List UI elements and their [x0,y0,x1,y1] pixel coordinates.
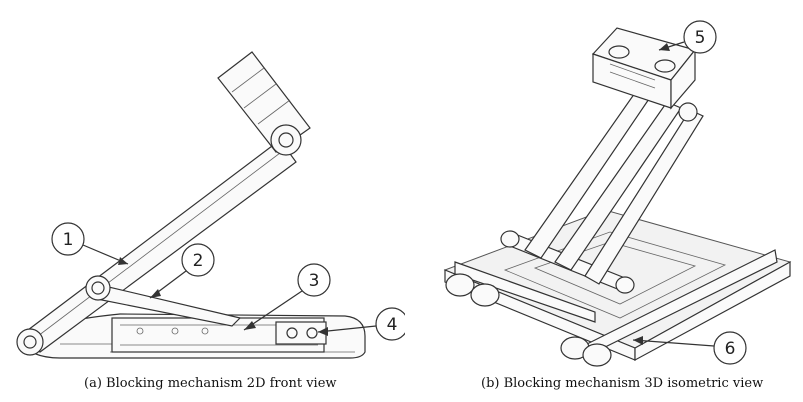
isometric-view-drawing: 5 6 [443,20,792,367]
callout-1-label: 1 [63,230,74,250]
callout-2-label: 2 [193,251,204,271]
callout-1: 1 [51,222,129,265]
top-holder [217,51,311,156]
callout-3: 3 [243,263,331,331]
callout-2: 2 [149,243,215,299]
support-link [85,275,242,327]
top-clamp [591,27,698,122]
callout-3-label: 3 [309,271,320,291]
callout-5-label: 5 [695,28,706,48]
callout-5: 5 [658,20,717,54]
callout-6: 6 [632,331,747,365]
caption-isometric-view: (b) Blocking mechanism 3D isometric view [481,376,764,391]
caption-front-view: (a) Blocking mechanism 2D front view [84,376,337,391]
front-view-drawing: 1 2 3 4 [16,51,405,359]
callout-4-label: 4 [387,315,398,335]
callout-6-label: 6 [725,339,736,359]
lock-pin [275,321,327,345]
callout-4: 4 [317,307,405,341]
